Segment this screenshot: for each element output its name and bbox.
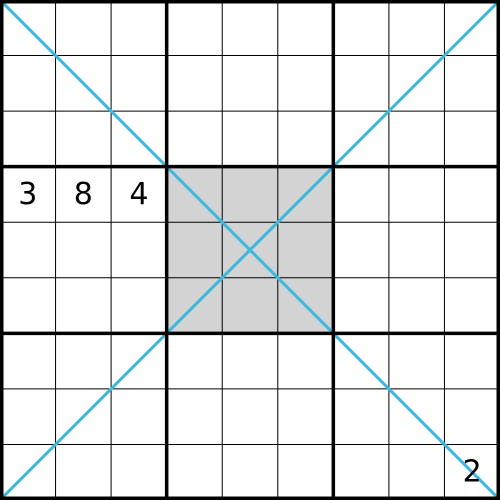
cell-r4c7[interactable]	[333, 167, 389, 223]
given-digit-r4c2: 8	[74, 177, 93, 212]
cell-r7c8[interactable]	[389, 333, 445, 389]
cell-r5c7[interactable]	[333, 222, 389, 278]
cell-r9c3[interactable]	[111, 444, 167, 500]
cell-r5c1[interactable]	[0, 222, 56, 278]
cell-r3c9[interactable]	[444, 111, 500, 167]
cell-r3c2[interactable]	[56, 111, 112, 167]
cell-r1c4[interactable]	[167, 0, 223, 56]
cell-r2c6[interactable]	[278, 56, 334, 112]
cell-r9c4[interactable]	[167, 444, 223, 500]
cell-r9c7[interactable]	[333, 444, 389, 500]
cell-r9c8[interactable]	[389, 444, 445, 500]
cell-r1c5[interactable]	[222, 0, 278, 56]
cell-r6c7[interactable]	[333, 278, 389, 334]
cell-r9c5[interactable]	[222, 444, 278, 500]
cell-r2c5[interactable]	[222, 56, 278, 112]
cell-r6c9[interactable]	[444, 278, 500, 334]
given-digit-r4c1: 3	[18, 177, 37, 212]
cell-r3c8[interactable]	[389, 111, 445, 167]
given-digits: 3 8 4 2	[18, 177, 482, 490]
cell-r5c8[interactable]	[389, 222, 445, 278]
cell-r7c6[interactable]	[278, 333, 334, 389]
cell-r4c8[interactable]	[389, 167, 445, 223]
cell-r6c2[interactable]	[56, 278, 112, 334]
cell-r7c5[interactable]	[222, 333, 278, 389]
cell-r8c3[interactable]	[111, 389, 167, 445]
cell-r6c8[interactable]	[389, 278, 445, 334]
cell-r2c9[interactable]	[444, 56, 500, 112]
cell-r6c1[interactable]	[0, 278, 56, 334]
cell-r5c3[interactable]	[111, 222, 167, 278]
cell-r2c1[interactable]	[0, 56, 56, 112]
cell-r8c4[interactable]	[167, 389, 223, 445]
cell-r1c7[interactable]	[333, 0, 389, 56]
cell-r2c7[interactable]	[333, 56, 389, 112]
cell-r4c9[interactable]	[444, 167, 500, 223]
cell-r9c2[interactable]	[56, 444, 112, 500]
cell-r1c2[interactable]	[56, 0, 112, 56]
cell-r8c7[interactable]	[333, 389, 389, 445]
cell-r5c9[interactable]	[444, 222, 500, 278]
cell-r6c3[interactable]	[111, 278, 167, 334]
cell-r8c6[interactable]	[278, 389, 334, 445]
cell-r8c9[interactable]	[444, 389, 500, 445]
cell-r1c3[interactable]	[111, 0, 167, 56]
cell-r9c6[interactable]	[278, 444, 334, 500]
cell-r7c2[interactable]	[56, 333, 112, 389]
cell-r3c5[interactable]	[222, 111, 278, 167]
cell-r8c5[interactable]	[222, 389, 278, 445]
cell-r8c1[interactable]	[0, 389, 56, 445]
cell-r1c6[interactable]	[278, 0, 334, 56]
cell-r2c3[interactable]	[111, 56, 167, 112]
given-digit-r9c9: 2	[463, 455, 482, 490]
cell-r7c9[interactable]	[444, 333, 500, 389]
cell-r7c1[interactable]	[0, 333, 56, 389]
cell-r7c4[interactable]	[167, 333, 223, 389]
cell-r3c4[interactable]	[167, 111, 223, 167]
given-digit-r4c3: 4	[129, 177, 148, 212]
cell-r5c2[interactable]	[56, 222, 112, 278]
cell-r3c6[interactable]	[278, 111, 334, 167]
cell-r1c8[interactable]	[389, 0, 445, 56]
cell-r3c1[interactable]	[0, 111, 56, 167]
cell-r2c4[interactable]	[167, 56, 223, 112]
